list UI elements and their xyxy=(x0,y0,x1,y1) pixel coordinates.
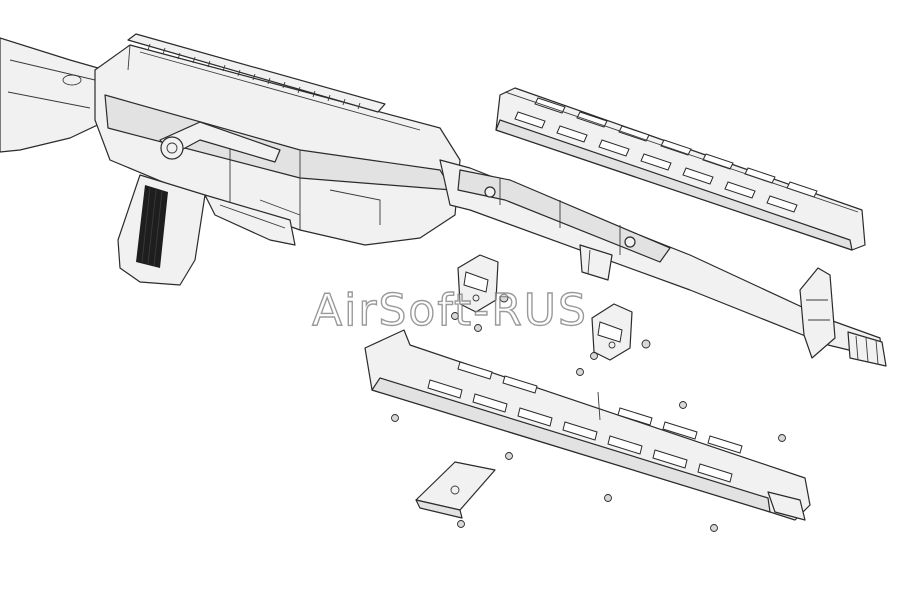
rifle-assembly xyxy=(0,33,887,367)
screw xyxy=(391,414,399,422)
pistol-grip xyxy=(117,174,206,286)
receiver xyxy=(94,44,461,246)
screw xyxy=(505,452,513,460)
screw xyxy=(679,401,687,409)
screw xyxy=(499,293,509,303)
front-sight xyxy=(799,267,836,359)
mount-bracket-right xyxy=(591,303,633,361)
rear-clip xyxy=(415,461,496,519)
trigger-guard xyxy=(204,194,296,246)
screw xyxy=(710,524,718,532)
screw xyxy=(604,494,612,502)
screws xyxy=(391,293,786,532)
upper-handguard xyxy=(495,87,866,251)
lower-handguard xyxy=(364,329,811,521)
screw xyxy=(451,312,459,320)
screw xyxy=(457,520,465,528)
top-rail xyxy=(127,33,386,113)
screw xyxy=(474,324,482,332)
barrel-assembly xyxy=(439,159,883,359)
screw xyxy=(778,434,786,442)
screw xyxy=(590,352,598,360)
screw xyxy=(576,368,584,376)
buttstock xyxy=(0,37,113,153)
muzzle-device xyxy=(847,331,887,367)
screw xyxy=(641,339,651,349)
mount-bracket-left xyxy=(457,254,499,313)
safety-lever xyxy=(159,121,281,163)
lower-mount xyxy=(579,244,613,281)
